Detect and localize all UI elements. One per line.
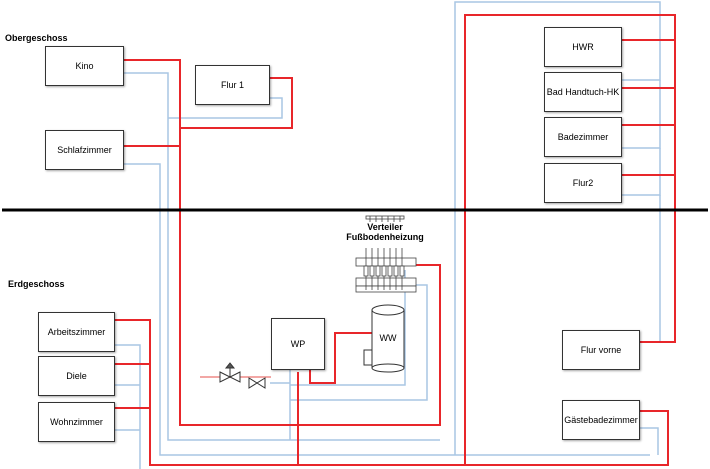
ground-floor-label: Erdgeschoss: [8, 279, 65, 289]
hot-water-label: WW: [379, 333, 397, 343]
room-flur2: Flur2: [544, 163, 622, 203]
supply-pipes: [115, 14, 676, 466]
return-pipes: [115, 1, 661, 469]
manifold-label-line1: Verteiler: [367, 222, 403, 232]
check-valve-icon: [248, 377, 266, 389]
room-flur1: Flur 1: [195, 65, 270, 105]
room-gaestebad: Gästebadezimmer: [562, 400, 640, 440]
room-bad-handtuch: Bad Handtuch-HK: [544, 72, 622, 112]
heat-pump: WP: [271, 318, 325, 370]
three-way-valve-icon: [219, 362, 241, 383]
manifold-icon: [355, 215, 417, 293]
room-wohnzimmer: Wohnzimmer: [38, 402, 115, 442]
upper-floor-label: Obergeschoss: [5, 33, 68, 43]
room-flur-vorne: Flur vorne: [562, 330, 640, 370]
room-badezimmer: Badezimmer: [544, 117, 622, 157]
room-arbeitszimmer: Arbeitszimmer: [38, 312, 115, 352]
room-hwr: HWR: [544, 27, 622, 67]
hot-water-tank-icon: [363, 304, 405, 373]
room-schlafzimmer: Schlafzimmer: [45, 130, 124, 170]
room-kino: Kino: [45, 46, 124, 86]
manifold-label-line2: Fußbodenheizung: [346, 232, 424, 242]
manifold-label: Verteiler Fußbodenheizung: [330, 222, 440, 242]
room-diele: Diele: [38, 356, 115, 396]
